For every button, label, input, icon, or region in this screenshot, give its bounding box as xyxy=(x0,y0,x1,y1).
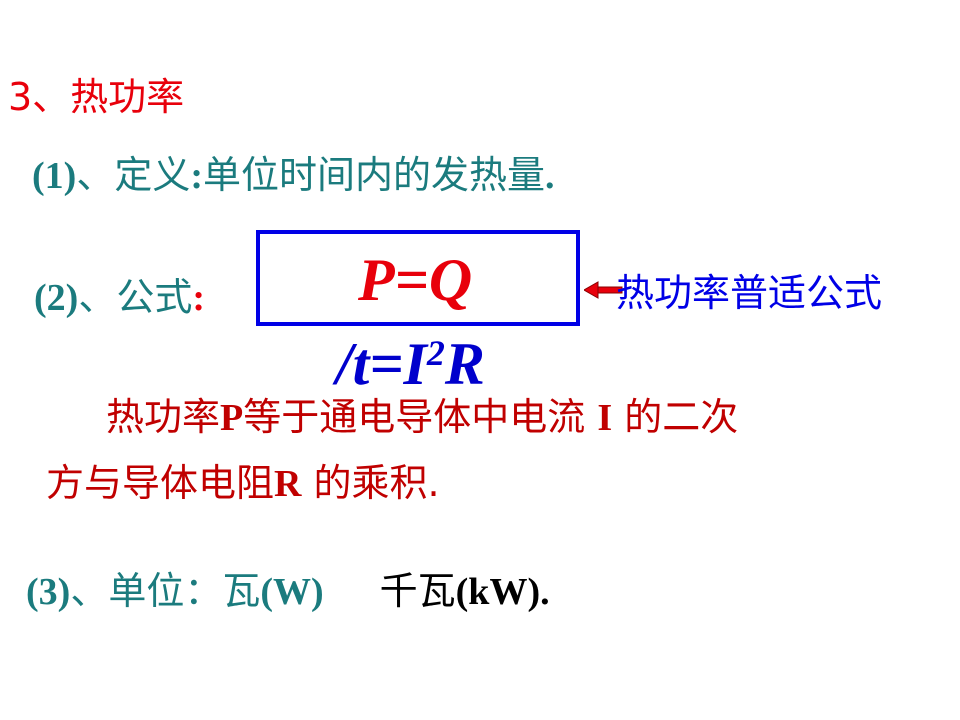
section-heading: 3、热功率 xyxy=(8,75,185,119)
definition-colon: : xyxy=(190,155,203,197)
expl-text-e: 的乘积. xyxy=(301,461,440,505)
expl-text-c: 的二次 xyxy=(612,395,739,439)
expl-text-b: 等于通电导体中电流 xyxy=(243,395,598,439)
expl-symbol-p: P xyxy=(220,397,244,439)
units-line: (3)、单位：瓦(W) 千瓦(kW). xyxy=(26,560,550,615)
formula-line: (2)、公式: xyxy=(34,266,205,321)
formula-top: P=Q xyxy=(358,247,473,313)
units-period: . xyxy=(540,571,550,613)
definition-label: 、定义 xyxy=(76,153,191,197)
definition-line: (1)、定义:单位时间内的发热量. xyxy=(32,144,555,199)
definition-period: . xyxy=(545,155,555,197)
formula-bottom: /t=I2R xyxy=(336,330,485,399)
expl-text-d: 方与导体电阻 xyxy=(46,461,275,505)
formula-note: 热功率普适公式 xyxy=(616,271,883,315)
formula-label: 、公式 xyxy=(78,275,193,319)
expl-symbol-i: I xyxy=(597,397,613,439)
expl-symbol-r: R xyxy=(274,463,302,505)
formula-bottom-b: R xyxy=(444,331,485,397)
arrow-left-icon xyxy=(584,281,623,299)
definition-text: 单位时间内的发热量 xyxy=(202,153,545,197)
units-kilowatt: (kW) xyxy=(455,571,541,613)
units-number: (3) xyxy=(26,571,71,613)
definition-number: (1) xyxy=(32,155,77,197)
formula-superscript: 2 xyxy=(426,333,445,373)
units-watt: (W) xyxy=(260,571,324,613)
units-kilowatt-label: 千瓦 xyxy=(379,569,456,613)
formula-bottom-a: /t=I xyxy=(336,331,427,397)
formula-box xyxy=(256,230,580,326)
expl-text-a: 热功率 xyxy=(106,395,221,439)
explanation-line-2: 方与导体电阻R 的乘积. xyxy=(46,452,440,507)
formula-colon: : xyxy=(192,277,205,319)
units-label: 、单位：瓦 xyxy=(70,569,261,613)
explanation-line-1: 热功率P等于通电导体中电流 I 的二次 xyxy=(106,386,738,441)
formula-number: (2) xyxy=(34,277,79,319)
